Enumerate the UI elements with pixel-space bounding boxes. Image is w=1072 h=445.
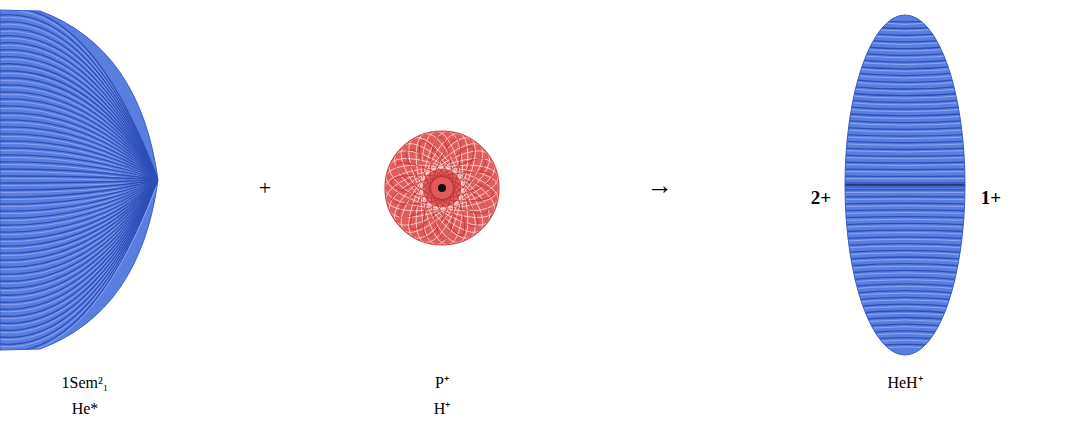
species-illustration [0, 8, 170, 358]
species-illustration [835, 8, 975, 358]
species-illustration [372, 8, 512, 358]
sphere-shape [385, 131, 499, 245]
species-node: 1Sem²₁ He* [0, 8, 170, 428]
charge-label: 1+ [981, 187, 1001, 209]
dome-shape [0, 10, 158, 350]
species-label: He* [0, 399, 170, 419]
species-label: P⁺ [372, 373, 512, 393]
plus-sign: + [259, 175, 271, 201]
species-label: H⁺ [372, 399, 512, 419]
species-node: HeH⁺ [835, 8, 975, 428]
reaction-arrow: → [647, 171, 673, 201]
species-label: HeH⁺ [835, 373, 975, 393]
species-node: P⁺ H⁺ [372, 8, 512, 428]
species-label: 1Sem²₁ [0, 373, 170, 393]
charge-label: 2+ [811, 187, 831, 209]
